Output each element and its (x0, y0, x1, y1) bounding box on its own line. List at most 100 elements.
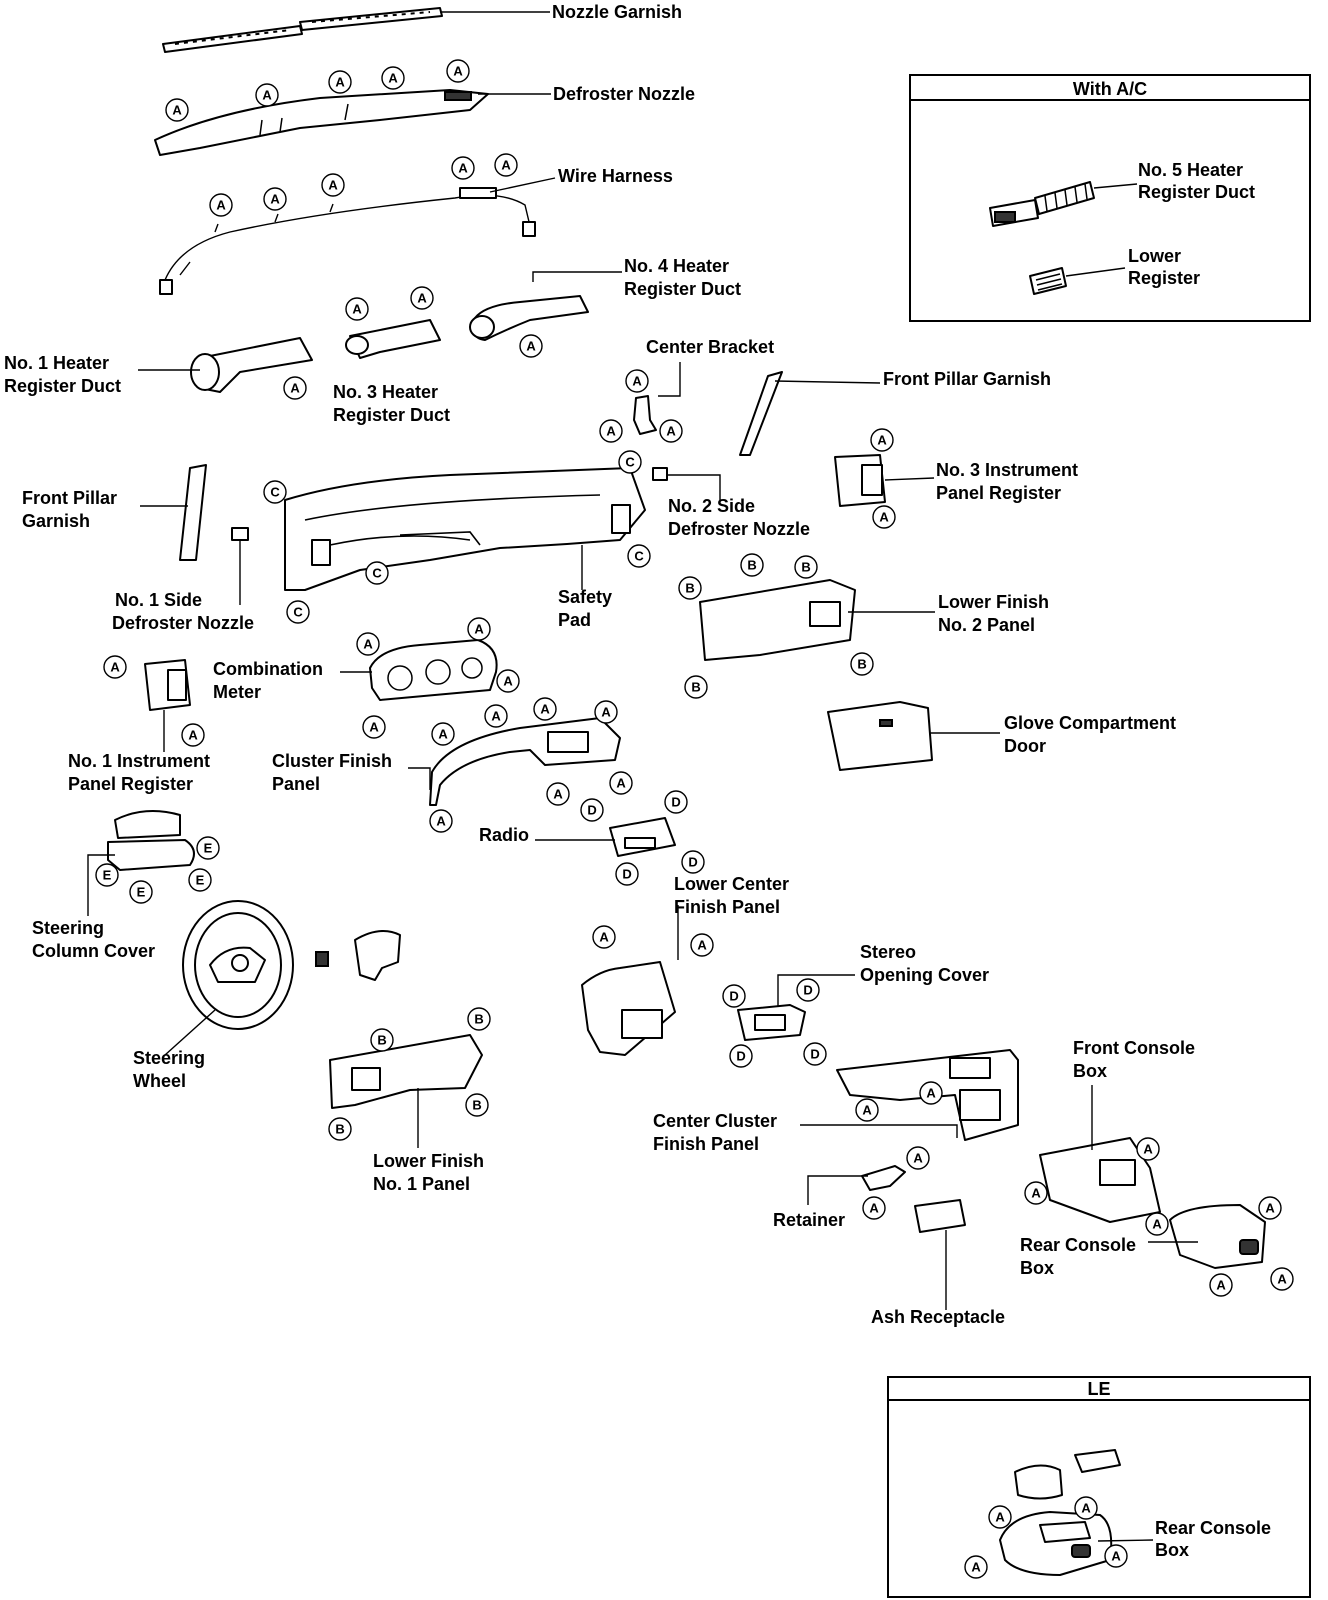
clip-marker-a: A (1136, 1137, 1160, 1161)
clip-marker-a: A (919, 1081, 943, 1105)
svg-text:B: B (747, 558, 756, 573)
svg-text:A: A (262, 88, 272, 103)
svg-text:A: A (352, 302, 362, 317)
clip-marker-d: D (796, 978, 820, 1002)
svg-text:E: E (196, 873, 205, 888)
clip-marker-a: A (496, 669, 520, 693)
svg-text:A: A (1143, 1142, 1153, 1157)
no5-heater-duct-drawing (989, 181, 1095, 227)
clip-marker-a: A (533, 697, 557, 721)
stereo-opening-cover-label: Stereo Opening Cover (860, 942, 989, 985)
svg-text:A: A (1111, 1549, 1121, 1564)
svg-text:A: A (1216, 1278, 1226, 1293)
clip-marker-d: D (580, 798, 604, 822)
clip-marker-e: E (188, 868, 212, 892)
defroster-nozzle-label: Defroster Nozzle (553, 84, 695, 104)
clip-marker-a: A (356, 632, 380, 656)
no1-panel-register-label: No. 1 Instrument Panel Register (68, 751, 215, 794)
clip-marker-e: E (196, 836, 220, 860)
combination-meter-label: Combination Meter (213, 659, 328, 702)
clip-marker-a: A (328, 70, 352, 94)
clip-marker-a: A (1145, 1212, 1169, 1236)
svg-text:A: A (503, 674, 513, 689)
clip-marker-a: A (988, 1505, 1012, 1529)
svg-text:A: A (270, 192, 280, 207)
le-rear-console-drawing (999, 1449, 1121, 1576)
svg-text:D: D (587, 803, 596, 818)
lower-finish-no2-label: Lower Finish No. 2 Panel (938, 592, 1054, 635)
svg-text:A: A (995, 1510, 1005, 1525)
front-console-box-label: Front Console Box (1073, 1038, 1200, 1081)
clip-marker-a: A (165, 98, 189, 122)
svg-text:A: A (540, 702, 550, 717)
svg-text:A: A (553, 787, 563, 802)
svg-text:B: B (474, 1012, 483, 1027)
clip-marker-d: D (681, 850, 705, 874)
svg-text:A: A (458, 161, 468, 176)
svg-text:A: A (110, 660, 120, 675)
clip-marker-a: A (870, 428, 894, 452)
clip-marker-c: C (365, 561, 389, 585)
no3-panel-register-label: No. 3 Instrument Panel Register (936, 460, 1083, 503)
svg-text:E: E (103, 868, 112, 883)
clip-marker-b: B (370, 1028, 394, 1052)
clip-marker-a: A (451, 156, 475, 180)
no5-heater-duct-label: No. 5 Heater Register Duct (1138, 160, 1255, 202)
inset-ac-title: With A/C (1073, 79, 1147, 99)
clip-marker-a: A (592, 925, 616, 949)
steering-column-cover-label: Steering Column Cover (32, 918, 155, 961)
clip-marker-a: A (410, 286, 434, 310)
clip-marker-a: A (467, 617, 491, 641)
inset-le: LE Rear Console Box (887, 1376, 1311, 1598)
svg-text:A: A (926, 1086, 936, 1101)
clip-markers: A A A A A A A A A A A A A A A A A A A A … (95, 59, 1294, 1579)
clip-marker-c: C (263, 480, 287, 504)
clip-marker-b: B (684, 675, 708, 699)
leader-lines (87, 11, 1198, 1310)
clip-marker-a: A (446, 59, 470, 83)
svg-text:A: A (328, 178, 338, 193)
safety-pad-label: Safety Pad (558, 587, 617, 630)
svg-text:A: A (616, 776, 626, 791)
part-drawings (107, 7, 1266, 1269)
svg-text:D: D (622, 867, 631, 882)
clip-marker-a: A (381, 66, 405, 90)
svg-text:B: B (801, 560, 810, 575)
clip-marker-a: A (594, 700, 618, 724)
no2-side-defroster-label: No. 2 Side Defroster Nozzle (668, 496, 810, 539)
svg-text:A: A (335, 75, 345, 90)
lower-register-drawing (1029, 267, 1067, 295)
svg-text:A: A (879, 510, 889, 525)
svg-text:A: A (1152, 1217, 1162, 1232)
clip-marker-d: D (729, 1044, 753, 1068)
clip-marker-a: A (181, 723, 205, 747)
svg-text:A: A (606, 424, 616, 439)
clip-marker-a: A (690, 933, 714, 957)
clip-marker-a: A (431, 722, 455, 746)
clip-marker-a: A (1074, 1496, 1098, 1520)
clip-marker-a: A (283, 376, 307, 400)
glove-compartment-label: Glove Compartment Door (1004, 713, 1181, 756)
steering-wheel-label: Steering Wheel (133, 1048, 210, 1091)
radio-label: Radio (479, 825, 529, 845)
no1-side-defroster-label: No. 1 Side Defroster Nozzle (112, 590, 254, 633)
svg-text:B: B (691, 680, 700, 695)
clip-marker-a: A (1024, 1181, 1048, 1205)
svg-text:A: A (363, 637, 373, 652)
clip-marker-b: B (740, 553, 764, 577)
svg-text:E: E (137, 885, 146, 900)
svg-text:A: A (862, 1103, 872, 1118)
center-bracket-label: Center Bracket (646, 337, 774, 357)
svg-text:A: A (1081, 1501, 1091, 1516)
svg-text:C: C (625, 455, 635, 470)
clip-marker-a: A (263, 187, 287, 211)
clip-marker-a: A (209, 193, 233, 217)
clip-marker-a: A (872, 505, 896, 529)
svg-text:A: A (869, 1201, 879, 1216)
lower-finish-no1-label: Lower Finish No. 1 Panel (373, 1151, 489, 1194)
svg-text:C: C (293, 605, 303, 620)
clip-marker-b: B (328, 1117, 352, 1141)
lower-center-finish-label: Lower Center Finish Panel (674, 874, 794, 917)
svg-text:A: A (474, 622, 484, 637)
lower-register-label: Lower Register (1128, 246, 1200, 288)
